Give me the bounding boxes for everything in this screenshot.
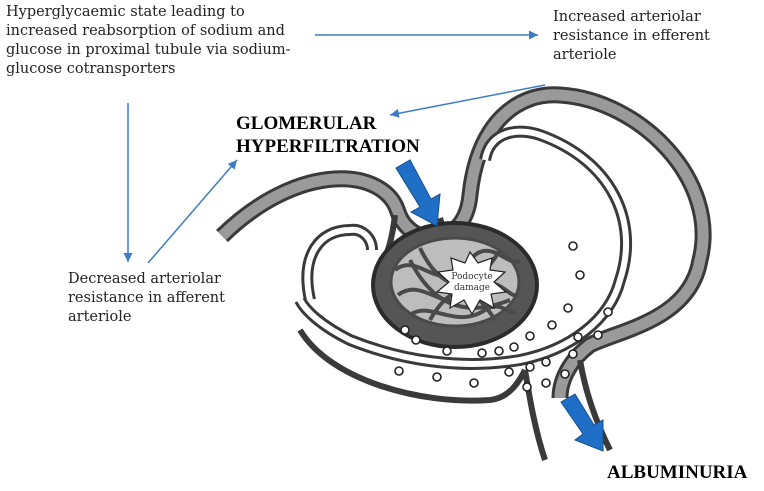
arrow-afferent-to-hyperfiltration: [147, 159, 238, 264]
podocyte-damage-label: Podocyte damage: [451, 272, 493, 293]
albuminuria-arrow: [560, 393, 604, 452]
glomerular-hyperfiltration-label: GLOMERULAR HYPERFILTRATION: [236, 113, 420, 157]
efferent-label: Increased arteriolar resistance in effer…: [553, 9, 710, 63]
connector-arrows: [123, 30, 546, 264]
proximal-tubule-wall: [522, 359, 613, 461]
podocyte-damage-burst: [435, 250, 508, 316]
hyperfiltration-arrow: [395, 159, 441, 227]
arrow-efferent-to-hyperfiltration: [389, 84, 546, 118]
afferent-label: Decreased arteriolar resistance in affer…: [68, 271, 225, 325]
hyperglycaemic-label: Hyperglycaemic state leading to increase…: [6, 4, 291, 77]
albumin-particles: [394, 241, 613, 392]
albuminuria-label: ALBUMINURIA: [607, 462, 748, 483]
bowman-capsule-lower-wall: [297, 328, 528, 404]
